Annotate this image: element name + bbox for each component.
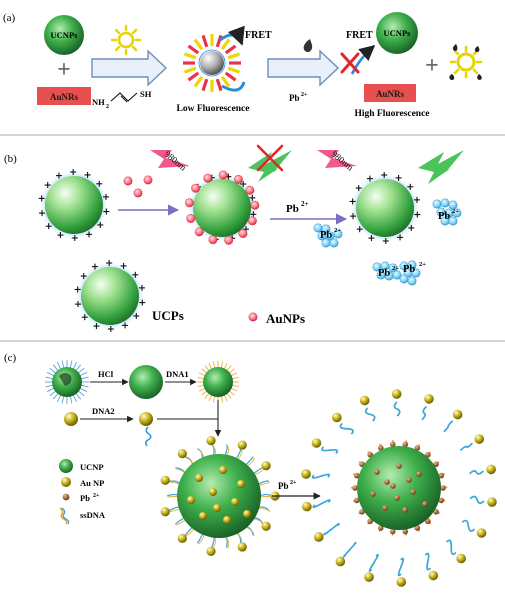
pb-ion-icon — [62, 493, 70, 501]
aunr-rods — [183, 34, 241, 92]
fret-blocked-arrow — [350, 44, 376, 75]
block-arrow-2 — [267, 49, 340, 87]
pb-droplet-icon — [303, 39, 313, 53]
au-np-bare — [64, 412, 78, 426]
pb-arrow-label: Pb — [286, 203, 299, 215]
low-fluorescence-label: Low Fluorescence — [177, 104, 250, 114]
aunrs-label: AuNRs — [50, 92, 79, 102]
pb-cluster-2-label: Pb — [438, 211, 450, 222]
fret-curved-arrow-lower — [221, 81, 246, 92]
pb-released-complex — [301, 389, 497, 587]
aunrs-box-left: AuNRs — [37, 87, 91, 105]
fret-curved-arrow — [219, 25, 245, 46]
ucnp-icon — [59, 459, 73, 473]
panel-c-label: (c) — [4, 352, 17, 364]
free-aunps — [123, 175, 153, 198]
linker-nh-sub: 2 — [106, 104, 109, 110]
ssdna-icon — [59, 507, 68, 525]
legend-ssdna-label: ssDNA — [80, 510, 106, 520]
ucp-aunp-complex — [184, 170, 260, 245]
hcl-label: HCl — [98, 369, 114, 379]
surface-charges-legend — [74, 260, 146, 332]
high-fluorescence-label: High Fluorescence — [354, 109, 429, 119]
ucnp-sphere-right: UCNPs — [376, 12, 418, 54]
ucp-legend-sphere — [74, 260, 146, 332]
pb-sup-c: 2+ — [290, 480, 297, 486]
dna1-ucnp — [197, 361, 239, 403]
ucnps-label: UCNPs — [51, 30, 79, 40]
dna1-label: DNA1 — [166, 369, 189, 379]
laser-beam-1: 980nm — [150, 149, 190, 173]
panel-a-label: (a) — [3, 12, 16, 24]
pb-sup-a: 2+ — [301, 92, 308, 98]
quenched-emission-icon — [248, 144, 292, 182]
oleate-ucnp — [45, 360, 89, 404]
pb-bound-aunr-icon — [449, 44, 483, 80]
pb-cluster-4-sup: 2+ — [419, 261, 426, 268]
aunrs-box-right: AuNRs — [364, 84, 416, 102]
panel-a: (a) UCNPs + AuNRs NH 2 — [3, 12, 483, 119]
fret-complex — [183, 34, 241, 92]
aunp-legend-icon — [248, 312, 258, 322]
pb-aunp-cluster-1: Pb 2+ — [313, 223, 343, 248]
legend-ucnp-label: UCNP — [80, 462, 104, 472]
pb-aunp-cluster-4: Pb 2+ — [399, 260, 426, 286]
ucps-label: UCPs — [152, 308, 184, 323]
block-x-icon — [340, 52, 360, 74]
pb-cluster-3-label: Pb — [378, 268, 390, 279]
pb-cluster-2-sup: 2+ — [452, 208, 459, 215]
plus-sign-left: + — [57, 57, 71, 83]
dna2-label: DNA2 — [92, 406, 115, 416]
pb-aunp-cluster-2: Pb 2+ — [432, 198, 462, 226]
aunrs-label-2: AuNRs — [376, 89, 405, 99]
pb-label-a: Pb — [289, 93, 300, 103]
ucp-sphere-right — [349, 172, 421, 244]
plus-sign-right: + — [425, 53, 439, 79]
bare-ucnp — [129, 365, 163, 399]
pb-label-c: Pb — [278, 481, 289, 491]
pb-cluster-4-label: Pb — [403, 264, 415, 275]
linker-nh-label: NH — [92, 97, 105, 107]
laser-beam-2: 980nm — [317, 149, 357, 173]
aunps-label: AuNPs — [266, 311, 305, 326]
legend-au-np-label: Au NP — [80, 478, 104, 488]
surface-charges — [38, 169, 110, 241]
pb-cluster-1-label: Pb — [320, 230, 332, 241]
au-np-icon — [61, 477, 71, 487]
pb-cluster-1-sup: 2+ — [334, 227, 341, 234]
ucnp-sphere-left: UCNPs — [44, 15, 84, 55]
pb-aunp-cluster-3: Pb 2+ — [372, 261, 402, 281]
legend-c: UCNP Au NP Pb 2+ ssDNA — [59, 459, 106, 525]
linker-molecule: NH 2 SH — [92, 89, 152, 110]
panel-c: (c) HCl DNA1 DNA2 UCNP — [4, 352, 497, 587]
pb-cluster-3-sup: 2+ — [392, 265, 399, 272]
linker-sh-label: SH — [140, 89, 152, 99]
legend-pb-sup: 2+ — [93, 493, 100, 499]
fret-label: FRET — [245, 30, 272, 41]
ucnps-label-2: UCNPs — [384, 28, 412, 38]
legend-pb-label: Pb — [80, 493, 90, 503]
block-arrow-1 — [91, 49, 168, 87]
sun-icon — [110, 24, 142, 56]
panel-b-label: (b) — [4, 153, 17, 165]
ucp-sphere-left — [38, 169, 110, 241]
surface-charges-3 — [349, 172, 421, 244]
pb-arrow-sup: 2+ — [301, 200, 309, 208]
panel-b: (b) 980nm — [4, 144, 464, 332]
fret-label-2: FRET — [346, 30, 373, 41]
emission-bolt-icon — [418, 150, 464, 184]
dna2-au-np — [139, 412, 153, 447]
ucnp-aunp-hybrid — [160, 435, 280, 557]
